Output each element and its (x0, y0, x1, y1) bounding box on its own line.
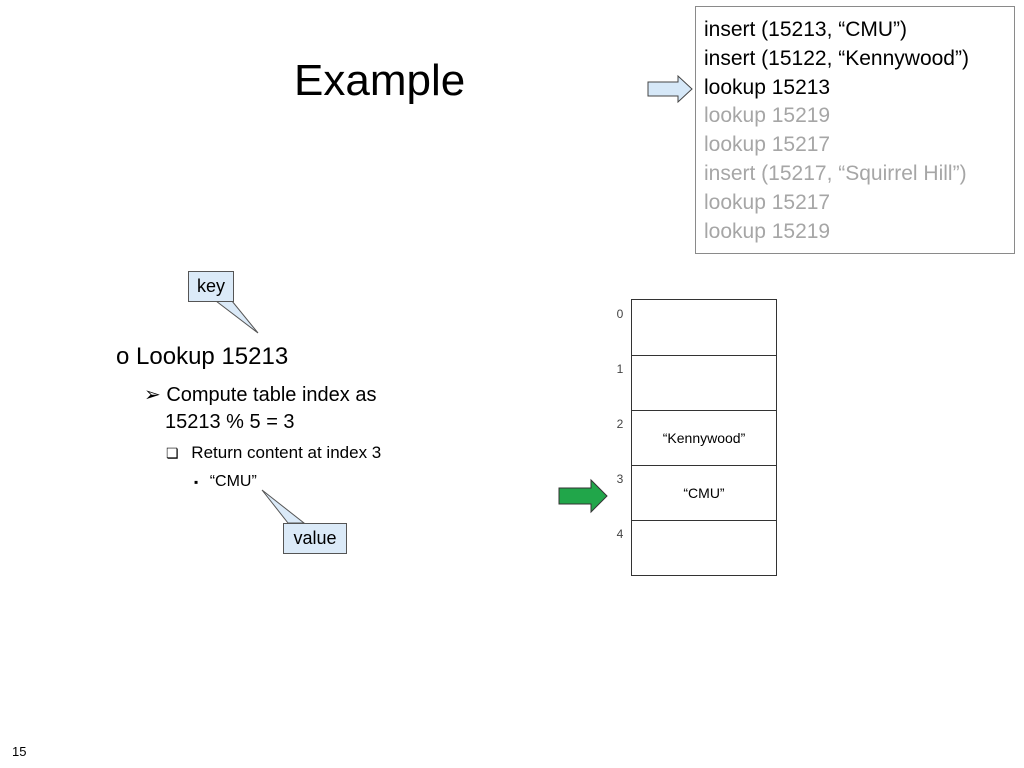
bullet-level1: o Lookup 15213 (116, 342, 288, 372)
hash-table-slot (632, 520, 776, 575)
operation-item: lookup 15219 (704, 104, 831, 128)
slot-pointer-arrow-icon (558, 478, 608, 514)
box-bullet-icon: ❏ (166, 445, 179, 461)
hash-table-slot (632, 300, 776, 355)
operation-item-current: lookup 15213 (704, 75, 831, 99)
operation-item: lookup 15217 (704, 133, 831, 157)
operation-item: lookup 15219 (704, 219, 831, 243)
circle-bullet-icon: o (116, 343, 130, 370)
bullet-level3-text: Return content at index 3 (191, 443, 382, 462)
bullet-level3: ❏ Return content at index 3 (166, 442, 381, 464)
slot-index-label: 0 (616, 307, 624, 321)
bullet-level2: ➢ Compute table index as 15213 % 5 = 3 (144, 382, 376, 436)
slot-index-label: 2 (616, 417, 624, 431)
hash-table-slot: “Kennywood” (632, 410, 776, 465)
square-bullet-icon: ▪ (194, 475, 199, 489)
operation-item: lookup 15217 (704, 190, 831, 214)
value-callout: value (283, 523, 347, 554)
key-callout: key (188, 271, 234, 302)
bullet-level4: ▪ “CMU” (194, 471, 257, 493)
slot-index-label: 4 (616, 527, 624, 541)
bullet-level2-text-line2: 15213 % 5 = 3 (165, 411, 295, 433)
hash-table: “Kennywood” “CMU” (631, 299, 777, 576)
operation-item: insert (15122, “Kennywood”) (704, 46, 969, 70)
bullet-level4-text: “CMU” (209, 473, 257, 490)
current-operation-arrow-icon (647, 74, 693, 104)
bullet-level1-text: Lookup 15213 (136, 343, 289, 370)
operation-item: insert (15213, “CMU”) (704, 18, 908, 41)
hash-table-slot (632, 355, 776, 410)
arrow-bullet-icon: ➢ (144, 384, 161, 406)
operation-item: insert (15217, “Squirrel Hill”) (704, 161, 967, 185)
operations-list: insert (15213, “CMU”) insert (15122, “Ke… (695, 6, 1015, 254)
slot-index-label: 1 (616, 362, 624, 376)
page-number: 15 (12, 744, 27, 759)
hash-table-slot: “CMU” (632, 465, 776, 520)
bullet-level2-text-line1: Compute table index as (166, 384, 377, 406)
slot-index-label: 3 (616, 472, 624, 486)
slide-title: Example (294, 56, 466, 105)
